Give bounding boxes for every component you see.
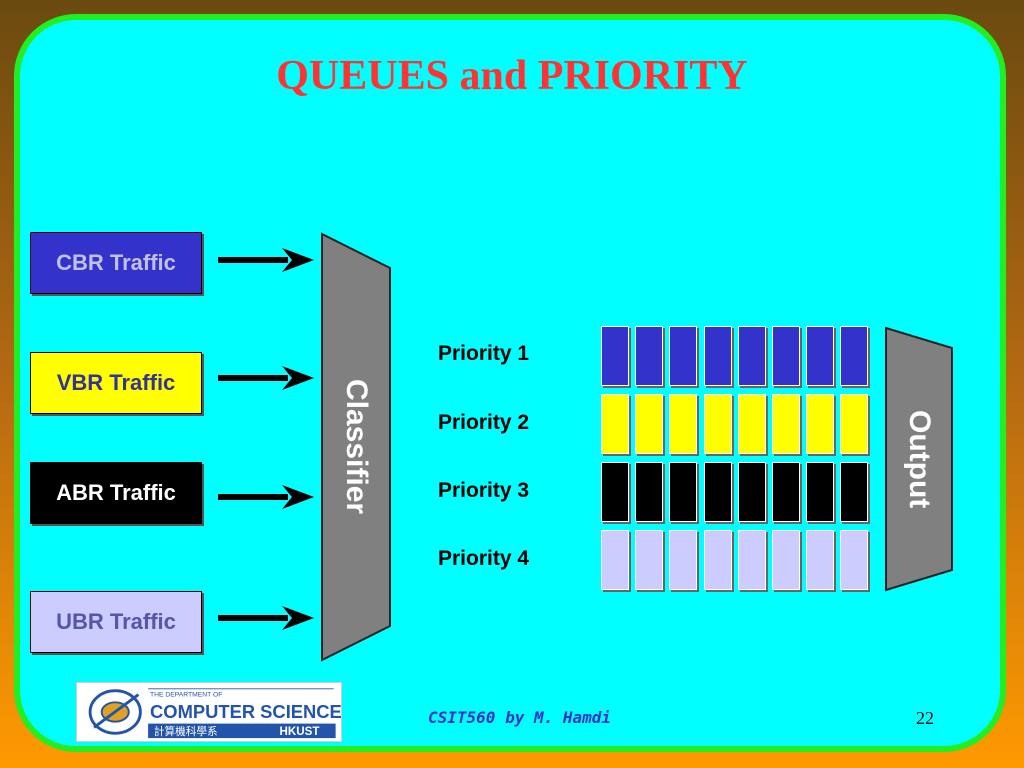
- priority-4-label: Priority 4: [438, 547, 530, 570]
- slide-footer: CSIT560 by M. Hamdi: [428, 708, 612, 727]
- queue-cell: [806, 530, 834, 590]
- priority-3-queue: [601, 462, 873, 522]
- logo-line3: 計算機科學系: [154, 725, 218, 738]
- queue-cell: [840, 530, 868, 590]
- priority-2-label: Priority 2: [438, 411, 530, 434]
- arrow-right-icon: [218, 485, 314, 509]
- classifier-shape: [321, 232, 391, 662]
- queue-cell: [635, 326, 663, 386]
- queue-cell: [806, 394, 834, 454]
- classifier-label: Classifier: [340, 379, 373, 515]
- queue-cell: [669, 462, 697, 522]
- vbr-traffic-box: VBR Traffic: [30, 352, 202, 414]
- queue-cell: [635, 394, 663, 454]
- cs-hkust-logo: THE DEPARTMENT OF COMPUTER SCIENCE 計算機科學…: [76, 682, 342, 742]
- queue-cell: [601, 462, 629, 522]
- queue-cell: [669, 530, 697, 590]
- slide-title: QUEUES and PRIORITY: [276, 53, 748, 99]
- queue-cell: [669, 394, 697, 454]
- output-label-wrap: Output: [884, 326, 954, 592]
- queue-cell: [738, 394, 766, 454]
- queue-cell: [669, 326, 697, 386]
- arrow-right-icon: [218, 366, 314, 390]
- queue-cell: [772, 462, 800, 522]
- queue-cell: [806, 462, 834, 522]
- priority-1-label: Priority 1: [438, 342, 530, 365]
- queue-cell: [738, 530, 766, 590]
- classifier-label-wrap: Classifier: [320, 232, 392, 662]
- queue-cell: [704, 326, 732, 386]
- queue-cell: [635, 530, 663, 590]
- queue-cell: [601, 530, 629, 590]
- ubr-traffic-box: UBR Traffic: [30, 591, 202, 653]
- queue-cell: [601, 326, 629, 386]
- output-shape: [885, 326, 953, 592]
- queue-cell: [772, 394, 800, 454]
- priority-3-label: Priority 3: [438, 479, 530, 502]
- priority-1-queue: [601, 326, 873, 386]
- queue-cell: [840, 326, 868, 386]
- logo-line4: HKUST: [280, 725, 320, 738]
- abr-traffic-label: ABR Traffic: [56, 480, 176, 505]
- queue-cell: [738, 462, 766, 522]
- queue-cell: [772, 530, 800, 590]
- priority-4-queue: [601, 530, 873, 590]
- arrow-right-icon: [218, 248, 314, 272]
- queue-cell: [601, 394, 629, 454]
- cbr-traffic-label: CBR Traffic: [56, 250, 176, 275]
- logo-line2: COMPUTER SCIENCE: [150, 701, 342, 722]
- queue-cell: [806, 326, 834, 386]
- queue-cell: [840, 462, 868, 522]
- queue-cell: [635, 462, 663, 522]
- vbr-traffic-label: VBR Traffic: [56, 370, 176, 395]
- arrow-right-icon: [218, 606, 314, 630]
- queue-cell: [704, 394, 732, 454]
- output-label: Output: [903, 409, 936, 509]
- priority-2-queue: [601, 394, 873, 454]
- queue-cell: [738, 326, 766, 386]
- page-number: 22: [916, 708, 934, 728]
- abr-traffic-box: ABR Traffic: [30, 462, 202, 524]
- logo-line1: THE DEPARTMENT OF: [150, 692, 222, 699]
- queue-cell: [840, 394, 868, 454]
- ubr-traffic-label: UBR Traffic: [56, 609, 176, 634]
- queue-cell: [704, 530, 732, 590]
- cbr-traffic-box: CBR Traffic: [30, 232, 202, 294]
- queue-cell: [772, 326, 800, 386]
- queue-cell: [704, 462, 732, 522]
